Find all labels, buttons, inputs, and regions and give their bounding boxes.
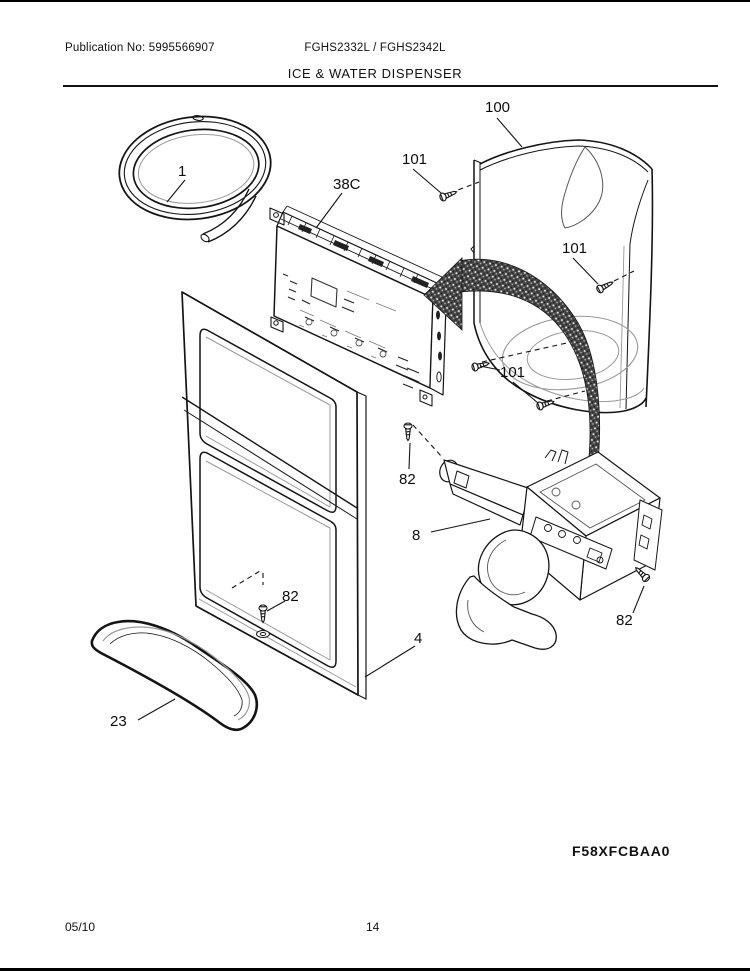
- part-23-drip-tray: [90, 619, 259, 732]
- callout-screw-82-right: 82: [616, 612, 633, 629]
- page-title: ICE & WATER DISPENSER: [287, 66, 463, 81]
- arrowhead: [423, 257, 463, 331]
- publication-number: Publication No: 5995566907: [65, 42, 215, 54]
- screws-82: [256, 422, 652, 638]
- callout-part-1: 1: [178, 163, 187, 180]
- diagram-code: F58XFCBAA0: [572, 843, 671, 859]
- part-38c-control-panel: [269, 205, 448, 407]
- callout-screw-101-right: 101: [562, 240, 588, 257]
- callout-screw-101-top: 101: [402, 151, 428, 168]
- part-100-dispenser-housing: [470, 139, 654, 414]
- callout-part-23: 23: [110, 713, 127, 730]
- callout-screw-101-bottom: 101: [500, 364, 526, 381]
- footer-date-code: 05/10: [65, 920, 96, 934]
- leader-lines: [137, 117, 645, 721]
- callout-part-100: 100: [485, 99, 511, 116]
- callout-part-4: 4: [414, 630, 423, 647]
- part-8-dispenser-module: [439, 449, 663, 650]
- callout-part-8: 8: [412, 527, 421, 544]
- page-bottom-edge: [0, 968, 750, 971]
- page-top-edge: [0, 0, 750, 2]
- header-rule: [63, 85, 718, 87]
- callout-screw-82-left: 82: [399, 471, 416, 488]
- motion-arrow: [423, 257, 600, 472]
- model-numbers: FGHS2332L / FGHS2342L: [304, 42, 446, 54]
- footer-page-number: 14: [366, 920, 380, 934]
- screw-mount-boss: [256, 630, 270, 638]
- part-1-water-tube-coil: [118, 115, 272, 243]
- callout-screw-82-door: 82: [282, 588, 299, 605]
- callout-part-38c: 38C: [333, 176, 361, 193]
- part-4-door-panel: [181, 291, 367, 700]
